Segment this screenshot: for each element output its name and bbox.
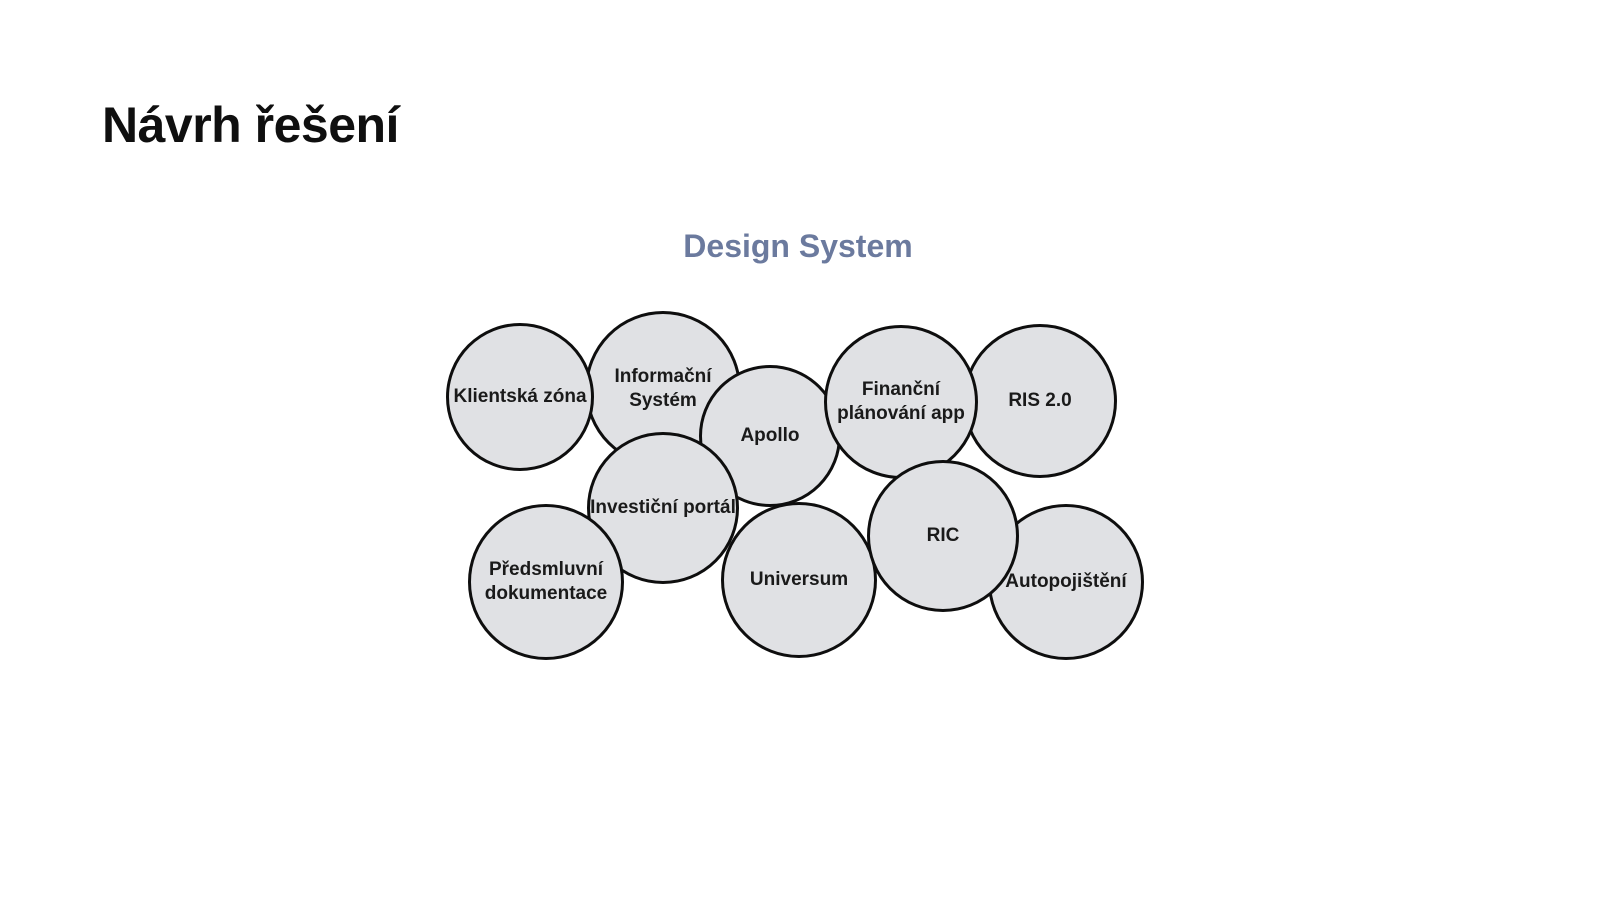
circle-ric: RIC	[867, 460, 1019, 612]
circle-label-ric: RIC	[926, 525, 960, 546]
circle-label-autopojisteni: Autopojištění	[1005, 571, 1127, 592]
page-title: Návrh řešení	[102, 97, 399, 153]
circle-universum: Universum	[721, 502, 877, 658]
circle-label-klientska-zona: Klientská zóna	[453, 386, 587, 407]
circle-label-predsmluvni-dokumentace: Předsmluvní dokumentace	[484, 559, 608, 604]
circle-label-informacni-system: Informační Systém	[614, 366, 712, 411]
circle-label-ris-2-0: RIS 2.0	[1008, 390, 1072, 411]
circle-label-financni-planovani-app: Finanční plánování app	[837, 379, 965, 424]
circle-label-investicni-portal: Investiční portál	[590, 497, 736, 518]
circle-klientska-zona: Klientská zóna	[446, 323, 594, 471]
circle-ris-2-0: RIS 2.0	[963, 324, 1117, 478]
circle-autopojisteni: Autopojištění	[988, 504, 1144, 660]
diagram-label: Design System	[683, 228, 913, 264]
circle-predsmluvni-dokumentace: Předsmluvní dokumentace	[468, 504, 624, 660]
circle-label-universum: Universum	[749, 569, 849, 590]
circle-label-apollo: Apollo	[740, 425, 800, 446]
circle-financni-planovani-app: Finanční plánování app	[824, 325, 978, 479]
